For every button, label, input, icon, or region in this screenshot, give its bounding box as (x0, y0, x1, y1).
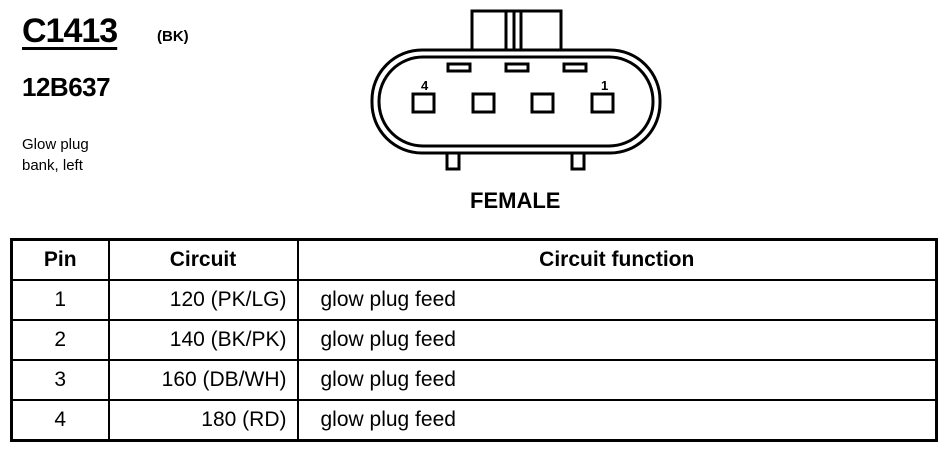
function-cell: glow plug feed (296, 279, 938, 321)
function-cell: glow plug feed (296, 319, 938, 361)
pinout-table: Pin Circuit Circuit function 1 120 (PK/L… (10, 238, 938, 442)
circuit-cell: 120 (PK/LG) (107, 279, 299, 321)
part-number: 12B637 (22, 72, 111, 102)
table-row: 4 180 (RD) glow plug feed (10, 399, 938, 442)
connector-description: Glow plug bank, left (22, 134, 89, 176)
connector-feet (445, 151, 586, 171)
circuit-cell: 180 (RD) (107, 399, 299, 442)
connector-color-code: (BK) (157, 28, 189, 45)
pin-cavity-1 (590, 92, 615, 114)
pin-label-1: 1 (601, 78, 608, 93)
pin-label-4: 4 (421, 78, 429, 93)
header-circuit: Circuit (107, 238, 299, 281)
table-row: 2 140 (BK/PK) glow plug feed (10, 319, 938, 361)
header-pin: Pin (10, 238, 110, 281)
circuit-cell: 140 (BK/PK) (107, 319, 299, 361)
description-line-2: bank, left (22, 157, 83, 174)
pin-cell: 2 (10, 319, 110, 361)
pin-cavity-4 (411, 92, 436, 114)
pin-cell: 3 (10, 359, 110, 401)
description-line-1: Glow plug (22, 136, 89, 153)
connector-body-inner (377, 55, 655, 148)
connector-id: C1413 (22, 12, 118, 50)
connector-key-tabs (446, 62, 588, 73)
connector-body-outer (370, 48, 662, 155)
header-circuit-function: Circuit function (296, 238, 938, 281)
circuit-cell: 160 (DB/WH) (107, 359, 299, 401)
function-cell: glow plug feed (296, 359, 938, 401)
function-cell: glow plug feed (296, 399, 938, 442)
pin-cavity-3 (471, 92, 496, 114)
connector-face-diagram: 4 1 (370, 9, 662, 171)
pin-cell: 1 (10, 279, 110, 321)
connector-gender: FEMALE (470, 188, 561, 213)
table-header-row: Pin Circuit Circuit function (10, 238, 938, 281)
table-row: 3 160 (DB/WH) glow plug feed (10, 359, 938, 401)
pin-cavity-2 (530, 92, 555, 114)
table-row: 1 120 (PK/LG) glow plug feed (10, 279, 938, 321)
pin-cell: 4 (10, 399, 110, 442)
